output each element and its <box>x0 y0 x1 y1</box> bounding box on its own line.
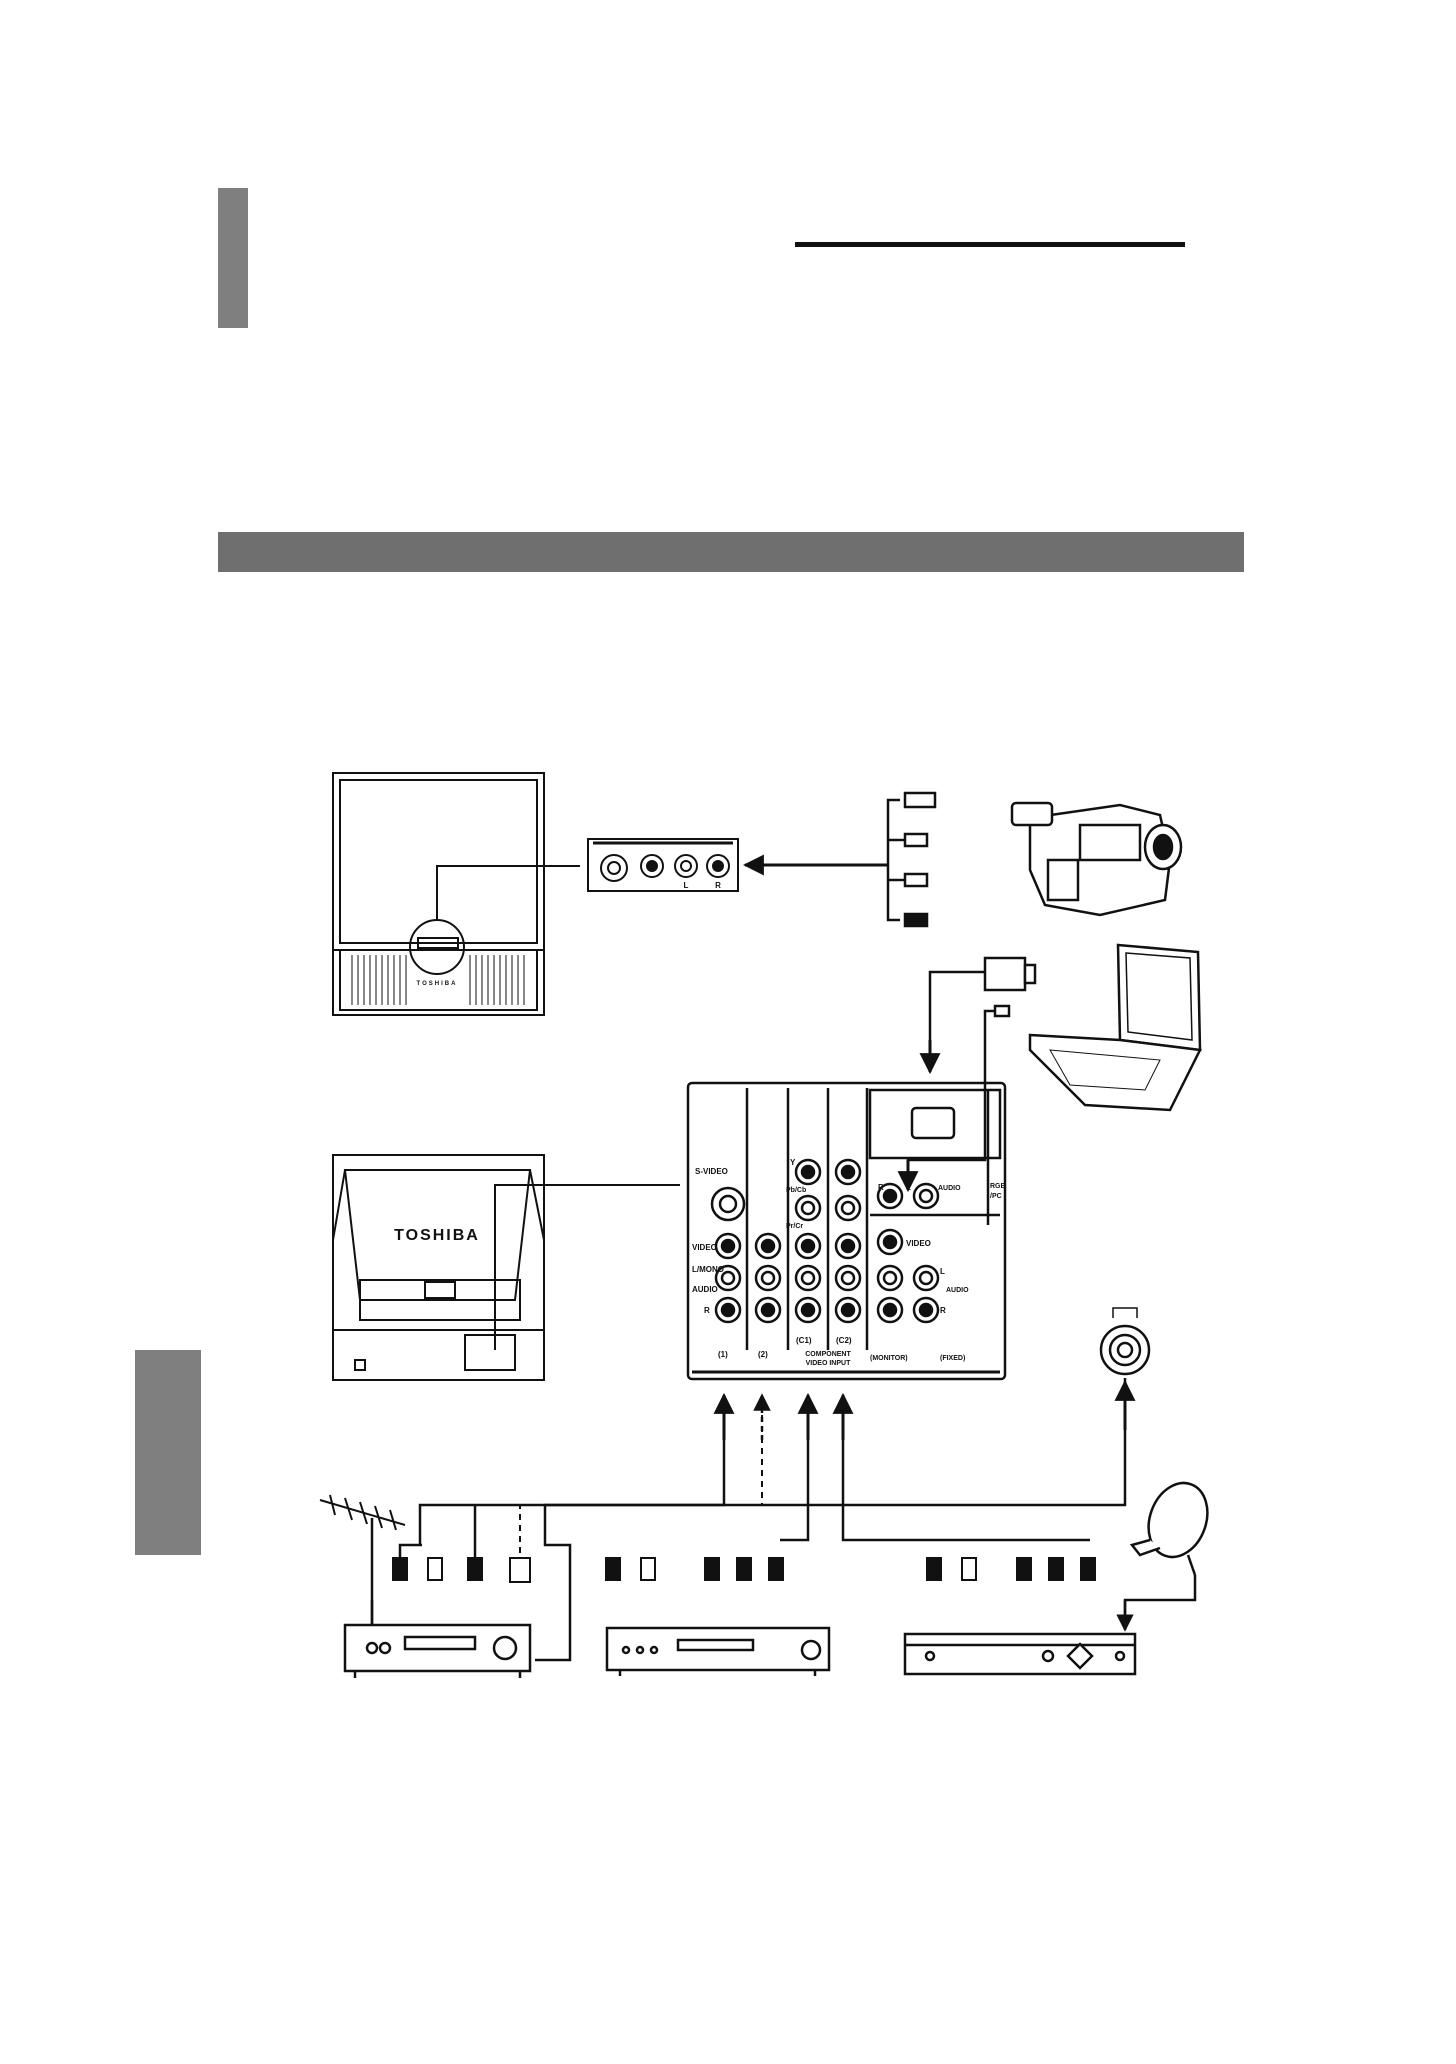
dvd-player-icon <box>605 1626 831 1676</box>
front-jack-label-r: R <box>715 881 721 890</box>
section-header-bar <box>218 532 1244 572</box>
receiver-plugs <box>926 1557 1096 1581</box>
label-svideo: S-VIDEO <box>695 1167 728 1176</box>
label-component-1: COMPONENT <box>805 1351 851 1358</box>
title-underline <box>795 242 1185 247</box>
front-jack-panel <box>587 838 739 892</box>
label-pbcb: Pb/Cb <box>786 1187 806 1194</box>
label-c1: (C1) <box>796 1336 812 1345</box>
label-video-left: VIDEO <box>692 1243 717 1252</box>
camcorder-icon <box>1010 801 1183 917</box>
svideo-dashed-cable <box>519 1415 763 1565</box>
satellite-receiver-icon <box>903 1632 1137 1676</box>
label-component-2: VIDEO INPUT <box>806 1360 851 1367</box>
label-c2: (C2) <box>836 1336 852 1345</box>
pc-cables <box>906 956 1037 1188</box>
label-video-right: VIDEO <box>906 1239 931 1248</box>
vcr-plugs <box>392 1557 531 1583</box>
rear-panel-labels: S-VIDEO VIDEO L/MONO AUDIO R Y Pb/Cb Pr/… <box>692 1158 1006 1367</box>
label-r-left: R <box>704 1306 710 1315</box>
label-l-right: L <box>940 1267 945 1276</box>
antenna-jack-icon <box>535 1307 1151 1662</box>
tv-rear-brand: TOSHIBA <box>394 1227 480 1244</box>
label-y: Y <box>790 1158 796 1167</box>
rear-jack-panel <box>686 1081 1007 1381</box>
front-jack-label-l: L <box>684 881 689 890</box>
label-rgb: RGB <box>990 1183 1006 1190</box>
signal-cables <box>398 1400 1090 1565</box>
tv-front-brand: TOSHIBA <box>417 981 458 987</box>
satellite-dish-icon <box>1123 1481 1209 1625</box>
tv-front-view <box>332 772 580 1016</box>
dvd-plugs <box>605 1557 784 1581</box>
label-audio-rgb: AUDIO <box>938 1185 961 1192</box>
label-lmono: L/MONO <box>692 1265 724 1274</box>
label-pc: /PC <box>990 1193 1002 1200</box>
label-r-right: R <box>940 1306 946 1315</box>
chapter-tab-side <box>135 1350 201 1555</box>
camcorder-cables <box>886 791 937 928</box>
label-audio-left: AUDIO <box>692 1285 718 1294</box>
label-monitor: (MONITOR) <box>870 1355 908 1362</box>
label-input-2: (2) <box>758 1350 768 1359</box>
chapter-tab-top <box>218 188 248 328</box>
label-r-rgb: R <box>878 1183 884 1192</box>
tv-rear-view <box>332 1154 680 1381</box>
label-input-1: (1) <box>718 1350 728 1359</box>
vcr-icon <box>343 1623 532 1678</box>
label-l-rgb: L <box>906 1183 911 1192</box>
laptop-icon <box>1028 943 1202 1112</box>
label-prcr: Pr/Cr <box>786 1223 803 1230</box>
label-fixed: (FIXED) <box>940 1355 965 1362</box>
label-audio-right: AUDIO <box>946 1287 969 1294</box>
